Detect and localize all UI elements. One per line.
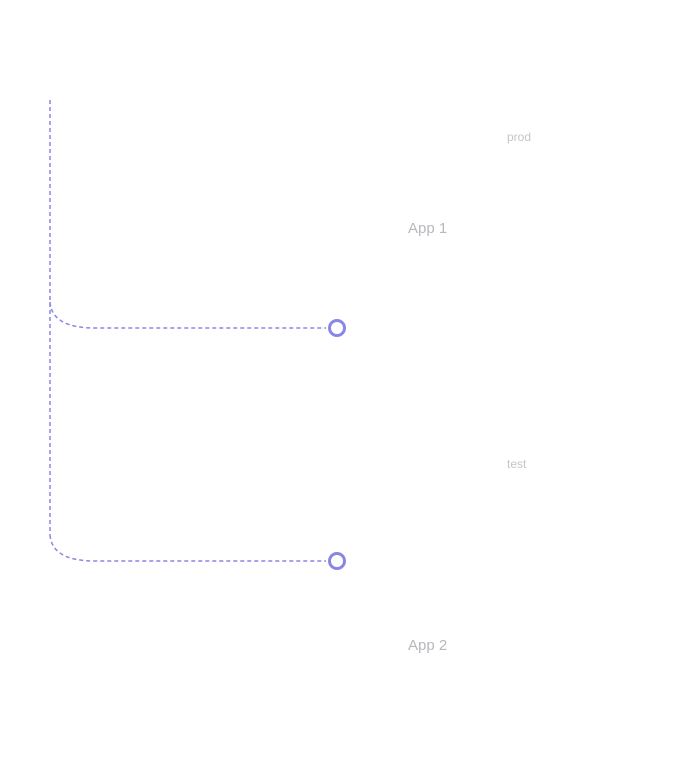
node-handle-app-1[interactable]: [328, 319, 346, 337]
environment-label-prod: prod: [507, 130, 532, 144]
node-handle-app-2[interactable]: [328, 552, 346, 570]
branch-connector-app-2: [49, 534, 326, 562]
environment-label-test: test: [507, 457, 527, 471]
branch-connector-app-1: [49, 301, 326, 329]
app-label-app-1[interactable]: App 1: [408, 220, 448, 237]
app-label-app-2[interactable]: App 2: [408, 637, 448, 654]
